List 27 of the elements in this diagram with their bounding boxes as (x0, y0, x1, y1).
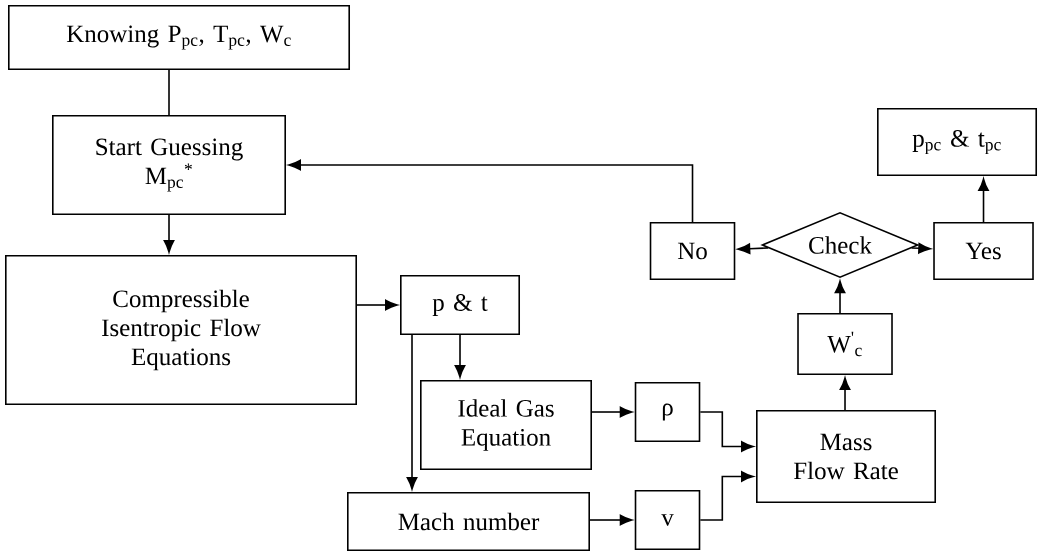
process-box: Yes (933, 222, 1034, 280)
process-box: Ideal Gas Equation (420, 380, 592, 470)
arrow (839, 377, 851, 411)
process-box: Start Guessing M$_{pc}$* (52, 115, 286, 215)
arrow (699, 411, 754, 452)
process-box: ρ (634, 382, 701, 442)
arrow (406, 334, 418, 490)
arrow (910, 242, 931, 254)
process-box: Mass Flow Rate (756, 410, 936, 503)
arrow (591, 406, 633, 418)
process-box: Knowing P$_{pc}$, T$_{pc}$, W$_{c}$ (8, 5, 350, 70)
arrow (454, 334, 466, 378)
process-box: W$^{'}$c (797, 313, 893, 375)
arrow (737, 243, 769, 255)
arrow (356, 299, 398, 311)
arrow (699, 471, 754, 521)
process-box: No (649, 222, 736, 280)
arrow (288, 159, 694, 223)
process-box: Compressible Isentropic Flow Equations (5, 255, 357, 405)
arrow (163, 214, 175, 253)
process-box: p & t (400, 275, 520, 335)
arrow (978, 178, 989, 223)
process-box: p$_{pc}$ & t$_{pc}$ (877, 108, 1037, 176)
arrow (834, 280, 846, 314)
arrow (589, 514, 633, 526)
process-box: Mach number (347, 492, 590, 551)
process-box: v (634, 490, 701, 550)
